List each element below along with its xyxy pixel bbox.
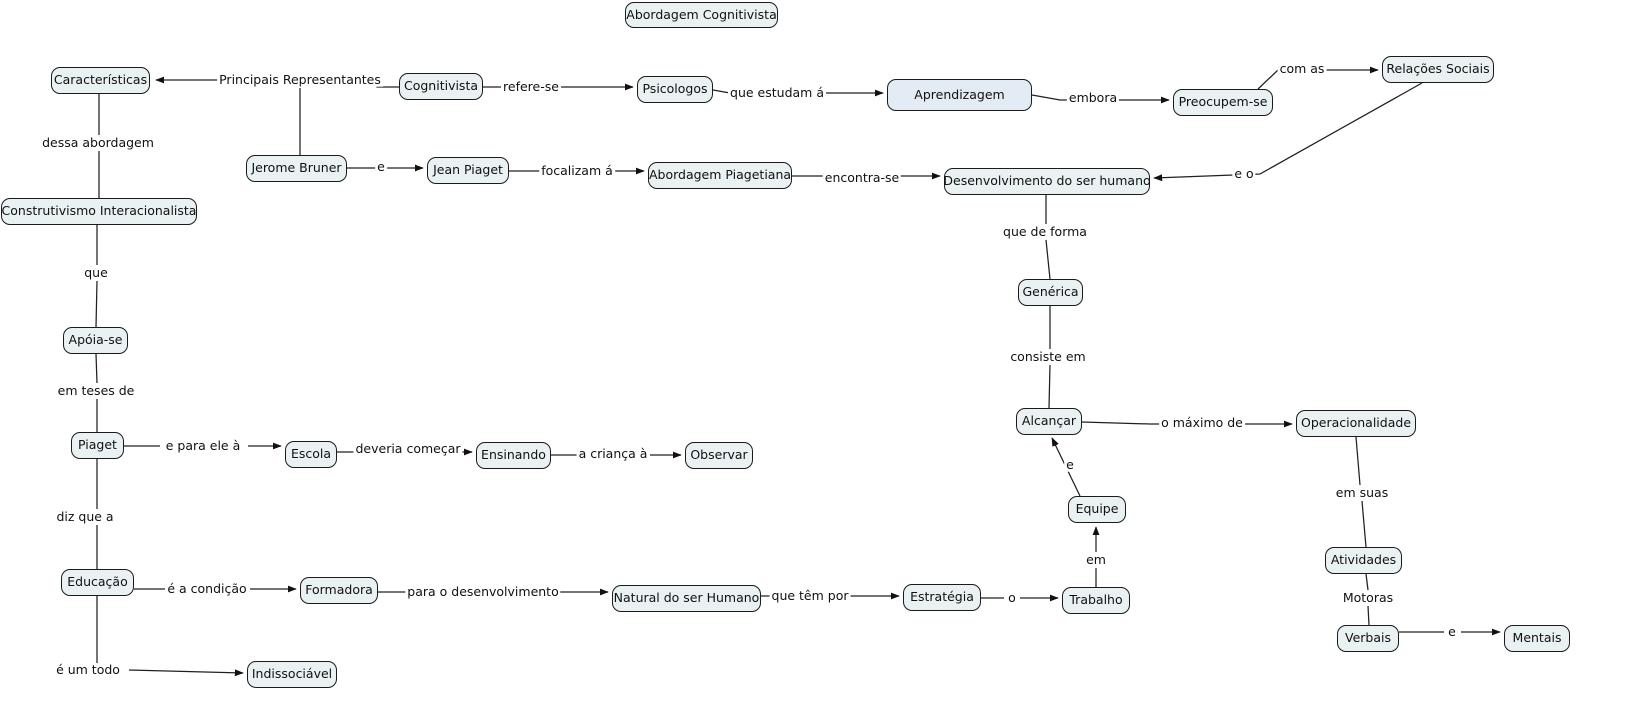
edge-label-consiste-em: consiste em <box>1008 348 1088 364</box>
edge-construtivismo-to-apoia-se <box>95 225 98 328</box>
node-cognitivista[interactable]: Cognitivista <box>399 73 483 100</box>
edge-label-que-tem-por: que têm por <box>769 587 851 603</box>
node-formadora[interactable]: Formadora <box>300 577 378 604</box>
node-educacao[interactable]: Educação <box>61 569 134 596</box>
edge-label-encontra-se: encontra-se <box>822 169 902 185</box>
edge-label-que: que <box>82 264 110 280</box>
edge-label-e-o: e o <box>1232 165 1256 181</box>
edge-label-para-o-desenvolvimento: para o desenvolvimento <box>405 583 561 599</box>
node-preocupem-se[interactable]: Preocupem-se <box>1173 89 1273 116</box>
edge-label-dessa-abordagem: dessa abordagem <box>40 134 156 150</box>
edge-relacoes-sociais-to-desenvolvimento <box>1153 82 1423 182</box>
edge-apoia-se-to-piaget <box>95 353 98 432</box>
node-equipe[interactable]: Equipe <box>1068 496 1126 523</box>
edge-label-e-a-condicao: é a condição <box>165 580 249 596</box>
edge-label-com-as: com as <box>1277 60 1327 76</box>
node-observar[interactable]: Observar <box>685 442 753 469</box>
node-caracteristicas[interactable]: Características <box>51 67 150 94</box>
edge-label-focalizam-a: focalizam á <box>539 162 615 178</box>
node-verbais[interactable]: Verbais <box>1337 625 1399 652</box>
node-natural-do-ser-humano[interactable]: Natural do ser Humano <box>612 585 761 612</box>
node-relacoes-sociais[interactable]: Relações Sociais <box>1382 56 1494 83</box>
edge-label-em-suas: em suas <box>1333 484 1391 500</box>
node-mentais[interactable]: Mentais <box>1504 625 1570 652</box>
node-ensinando[interactable]: Ensinando <box>476 442 551 469</box>
edge-label-que-estudam-a: que estudam á <box>728 84 826 100</box>
edge-aprendizagem-to-preocupem-se <box>1031 94 1170 104</box>
node-atividades[interactable]: Atividades <box>1325 547 1402 574</box>
node-trabalho[interactable]: Trabalho <box>1062 587 1130 614</box>
node-jerome-bruner[interactable]: Jerome Bruner <box>246 155 347 182</box>
edge-label-a-crianca-a: a criança à <box>576 445 650 461</box>
node-desenvolvimento-do-ser-humano[interactable]: Desenvolvimento do ser humano <box>943 168 1151 195</box>
edge-operacionalidade-to-atividades <box>1355 436 1367 548</box>
edge-label-e-verbais-mentais: e <box>1446 623 1458 639</box>
edge-label-refere-se: refere-se <box>501 78 561 94</box>
edge-educacao-to-indissociavel <box>96 596 243 673</box>
node-indissociavel[interactable]: Indissociável <box>247 661 337 688</box>
node-apoia-se[interactable]: Apóia-se <box>63 327 128 354</box>
edge-desenvolvimento-to-generica <box>1045 195 1051 280</box>
edge-generica-to-alcancar <box>1048 306 1051 409</box>
node-psicologos[interactable]: Psicologos <box>637 76 713 103</box>
edge-atividades-to-verbais <box>1365 573 1370 626</box>
edge-label-diz-que-a: diz que a <box>54 508 116 524</box>
node-aprendizagem[interactable]: Aprendizagem <box>887 79 1032 111</box>
node-operacionalidade[interactable]: Operacionalidade <box>1296 410 1416 437</box>
edge-label-o-maximo-de: o máximo de <box>1159 414 1245 430</box>
edge-label-e-para-ele-a: e para ele à <box>163 437 243 453</box>
edge-label-deveria-comecar: deveria começar <box>353 440 463 456</box>
node-piaget[interactable]: Piaget <box>71 432 124 459</box>
edge-label-e-um-todo: é um todo <box>54 661 122 677</box>
edge-label-e-bruner-piaget: e <box>375 158 387 174</box>
edge-label-que-de-forma: que de forma <box>1001 223 1089 239</box>
edge-label-o-estrategia-trabalho: o <box>1006 589 1018 605</box>
node-escola[interactable]: Escola <box>285 441 337 468</box>
edge-label-principais-representantes: Principais Representantes <box>217 71 383 87</box>
edge-label-motoras: Motoras <box>1340 589 1396 605</box>
edge-label-em-trabalho-equipe: em <box>1084 551 1108 567</box>
node-jean-piaget[interactable]: Jean Piaget <box>427 157 509 184</box>
node-abordagem-piagetiana[interactable]: Abordagem Piagetiana <box>648 162 792 189</box>
node-abordagem-cognitivista[interactable]: Abordagem Cognitivista <box>625 2 778 28</box>
node-alcancar[interactable]: Alcançar <box>1016 408 1082 435</box>
edge-label-embora: embora <box>1066 89 1120 105</box>
node-estrategia[interactable]: Estratégia <box>903 584 981 611</box>
edge-label-e-equipe-alcancar: e <box>1064 456 1076 472</box>
node-construtivismo-interacionalista[interactable]: Construtivismo Interacionalista <box>1 198 197 225</box>
edge-label-em-teses-de: em teses de <box>55 382 137 398</box>
node-generica[interactable]: Genérica <box>1018 279 1083 306</box>
